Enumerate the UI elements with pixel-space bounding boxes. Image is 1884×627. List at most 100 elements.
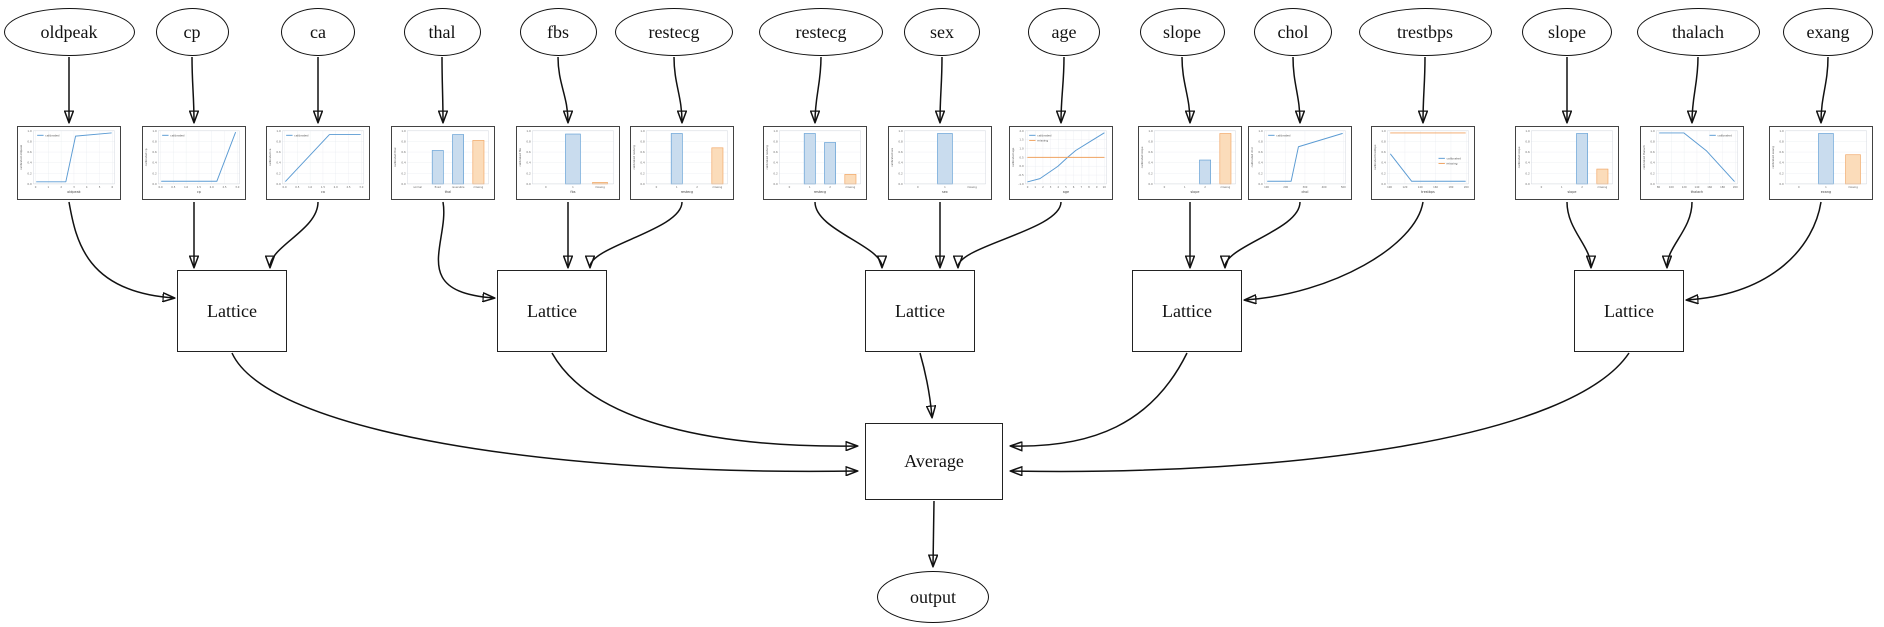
- svg-text:calibrated chol: calibrated chol: [1250, 147, 1254, 167]
- svg-text:0.0: 0.0: [1258, 182, 1263, 186]
- svg-text:1.0: 1.0: [640, 129, 645, 133]
- output-label: output: [909, 586, 956, 607]
- svg-text:200: 200: [1283, 185, 1288, 189]
- feature-node-ca: ca: [281, 8, 355, 56]
- feature-label: chol: [1277, 21, 1309, 42]
- svg-text:calibrated restecg: calibrated restecg: [632, 145, 636, 170]
- svg-text:missing: missing: [1221, 185, 1231, 189]
- svg-text:missing: missing: [1848, 185, 1858, 189]
- svg-text:exang: exang: [1821, 190, 1831, 194]
- svg-text:0.8: 0.8: [1650, 139, 1655, 143]
- svg-text:calibrated: calibrated: [45, 133, 60, 137]
- svg-text:0.0: 0.0: [283, 185, 287, 189]
- svg-text:120: 120: [1402, 185, 1407, 189]
- svg-text:calibrated ca: calibrated ca: [268, 148, 272, 166]
- svg-text:missing: missing: [474, 185, 484, 189]
- edge: [1821, 56, 1829, 122]
- svg-text:calibrated: calibrated: [1717, 133, 1732, 137]
- svg-text:0.2: 0.2: [1650, 171, 1655, 175]
- svg-text:2.5: 2.5: [222, 185, 226, 189]
- edge: [1011, 352, 1188, 446]
- svg-text:0.4: 0.4: [1148, 161, 1153, 165]
- svg-text:slope: slope: [1190, 190, 1199, 194]
- svg-text:1: 1: [1184, 185, 1186, 189]
- svg-text:2.0: 2.0: [334, 185, 338, 189]
- svg-text:140: 140: [1694, 185, 1699, 189]
- svg-text:0.2: 0.2: [1258, 171, 1263, 175]
- edge: [1566, 201, 1591, 267]
- svg-text:oldpeak: oldpeak: [67, 190, 80, 194]
- svg-text:calibrated slope: calibrated slope: [1517, 146, 1521, 168]
- svg-text:2: 2: [1581, 185, 1583, 189]
- svg-text:0.6: 0.6: [1381, 150, 1386, 154]
- edge: [551, 352, 857, 446]
- svg-text:100: 100: [1264, 185, 1269, 189]
- svg-text:0.2: 0.2: [526, 171, 531, 175]
- svg-text:140: 140: [1418, 185, 1423, 189]
- svg-text:restecg: restecg: [814, 190, 826, 194]
- edge: [442, 56, 443, 122]
- svg-text:6: 6: [1073, 185, 1075, 189]
- svg-text:1: 1: [1825, 185, 1827, 189]
- edge: [270, 201, 319, 267]
- feature-node-exang: exang: [1783, 8, 1873, 56]
- svg-text:1: 1: [572, 185, 574, 189]
- feature-node-oldpeak: oldpeak: [3, 8, 135, 56]
- svg-text:calibrated: calibrated: [294, 133, 309, 137]
- feature-label: age: [1051, 21, 1077, 42]
- svg-text:0.2: 0.2: [401, 171, 406, 175]
- svg-text:0.4: 0.4: [773, 161, 778, 165]
- svg-text:0.0: 0.0: [276, 182, 281, 186]
- feature-label: restecg: [648, 21, 700, 42]
- svg-text:age: age: [1063, 190, 1069, 194]
- svg-text:0.0: 0.0: [640, 182, 645, 186]
- svg-text:missing: missing: [595, 185, 605, 189]
- svg-text:calibrated exang: calibrated exang: [1771, 146, 1775, 169]
- svg-text:5: 5: [99, 185, 101, 189]
- svg-text:0.8: 0.8: [1525, 139, 1530, 143]
- edge: [437, 201, 494, 298]
- svg-text:0: 0: [545, 185, 547, 189]
- svg-text:0.2: 0.2: [152, 171, 157, 175]
- edge: [231, 352, 857, 471]
- svg-text:0.8: 0.8: [27, 139, 32, 143]
- svg-text:1.5: 1.5: [1019, 138, 1024, 142]
- svg-text:0.8: 0.8: [1779, 139, 1784, 143]
- svg-text:9: 9: [1096, 185, 1098, 189]
- svg-text:-0.5: -0.5: [1018, 173, 1024, 177]
- svg-text:0.0: 0.0: [773, 182, 778, 186]
- svg-text:calibrated: calibrated: [170, 133, 185, 137]
- svg-text:2.5: 2.5: [346, 185, 350, 189]
- edge: [1667, 201, 1693, 267]
- svg-text:0.6: 0.6: [1258, 150, 1263, 154]
- svg-text:1.0: 1.0: [308, 185, 312, 189]
- svg-text:0.8: 0.8: [773, 139, 778, 143]
- svg-text:0.8: 0.8: [526, 139, 531, 143]
- svg-text:sex: sex: [942, 190, 948, 194]
- edge: [958, 201, 1062, 267]
- svg-text:0.4: 0.4: [152, 161, 157, 165]
- svg-text:fixed: fixed: [435, 185, 442, 189]
- edge: [814, 201, 882, 267]
- svg-text:0: 0: [1027, 185, 1029, 189]
- svg-text:0.8: 0.8: [276, 139, 281, 143]
- svg-text:500: 500: [1341, 185, 1346, 189]
- svg-text:120: 120: [1682, 185, 1687, 189]
- svg-text:1.0: 1.0: [1650, 129, 1655, 133]
- svg-text:0.0: 0.0: [1525, 182, 1530, 186]
- svg-text:0: 0: [656, 185, 658, 189]
- feature-node-thal: thal: [403, 8, 481, 56]
- svg-text:0.2: 0.2: [640, 171, 645, 175]
- edge: [1687, 201, 1822, 300]
- svg-text:calibrated thal: calibrated thal: [393, 147, 397, 167]
- svg-text:0.0: 0.0: [898, 182, 903, 186]
